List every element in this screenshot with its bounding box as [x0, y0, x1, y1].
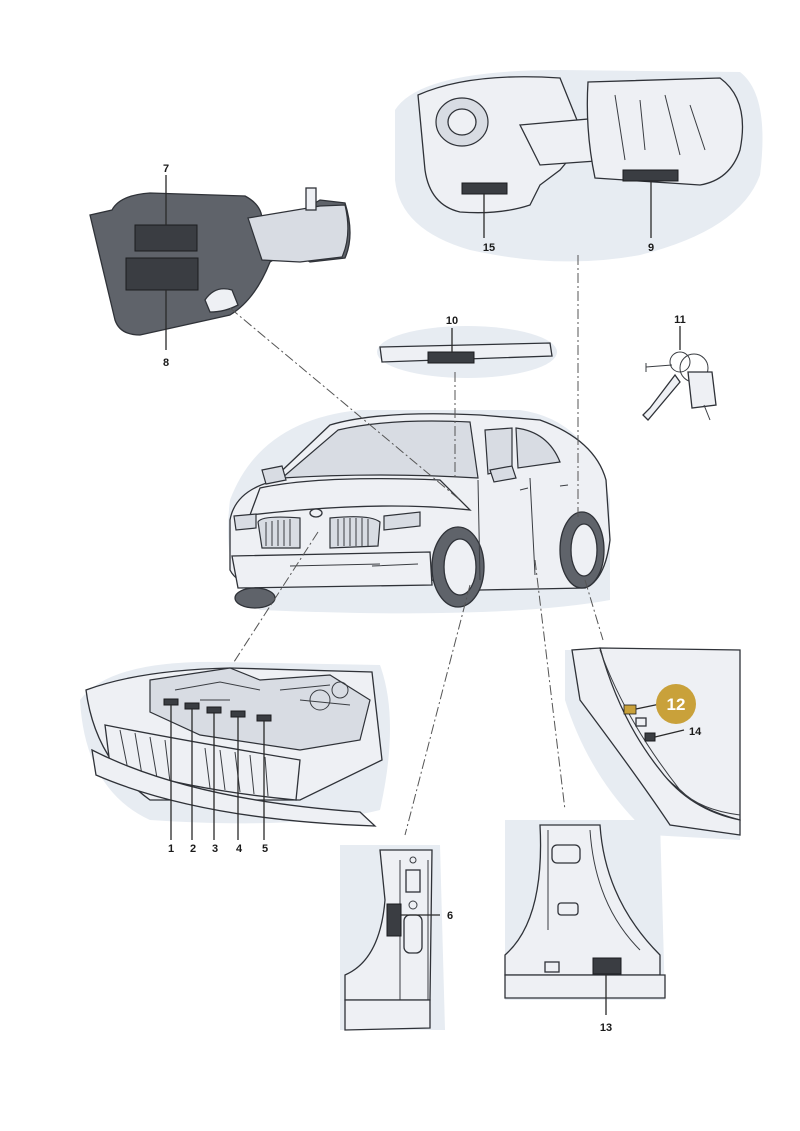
fuel-flap-detail — [395, 70, 763, 262]
callout-13: 13 — [600, 1022, 612, 1034]
label-1 — [163, 698, 179, 706]
callout-3: 3 — [212, 843, 218, 855]
label-12 — [623, 704, 637, 715]
label-13 — [592, 957, 622, 975]
b-pillar-detail — [340, 845, 445, 1031]
callout-11: 11 — [674, 314, 686, 326]
label-10 — [427, 351, 475, 364]
label-8 — [125, 257, 199, 291]
callout-5: 5 — [262, 843, 268, 855]
callout-14: 14 — [689, 726, 702, 738]
callout-4: 4 — [236, 843, 243, 855]
wheel-arch-detail — [565, 647, 741, 840]
leader-lines — [229, 255, 604, 836]
callout-2: 2 — [190, 843, 196, 855]
engine-bay-detail — [80, 661, 390, 840]
label-2 — [184, 702, 200, 710]
door-strip-detail — [377, 326, 557, 378]
label-14 — [644, 732, 656, 742]
label-7 — [134, 224, 198, 252]
highlight-badge — [656, 684, 696, 724]
label-5 — [256, 714, 272, 722]
label-9 — [622, 169, 679, 182]
callout-10: 10 — [446, 315, 458, 327]
callout-7: 7 — [163, 163, 169, 175]
callout-9: 9 — [648, 242, 654, 254]
vehicle-key — [642, 326, 717, 421]
door-sill-detail — [504, 820, 666, 1015]
label-3 — [206, 706, 222, 714]
car-illustration — [228, 410, 611, 614]
callout-numbers: 7 8 15 9 10 11 1 2 3 4 5 6 13 14 12 — [163, 163, 702, 1034]
label-4 — [230, 710, 246, 718]
callout-8: 8 — [163, 357, 169, 369]
callout-15: 15 — [483, 242, 495, 254]
callout-1: 1 — [168, 843, 174, 855]
tank-cover-detail — [89, 175, 351, 350]
label-6 — [386, 903, 402, 937]
callout-6: 6 — [447, 910, 453, 922]
callout-12: 12 — [667, 695, 686, 714]
label-15 — [461, 182, 508, 195]
